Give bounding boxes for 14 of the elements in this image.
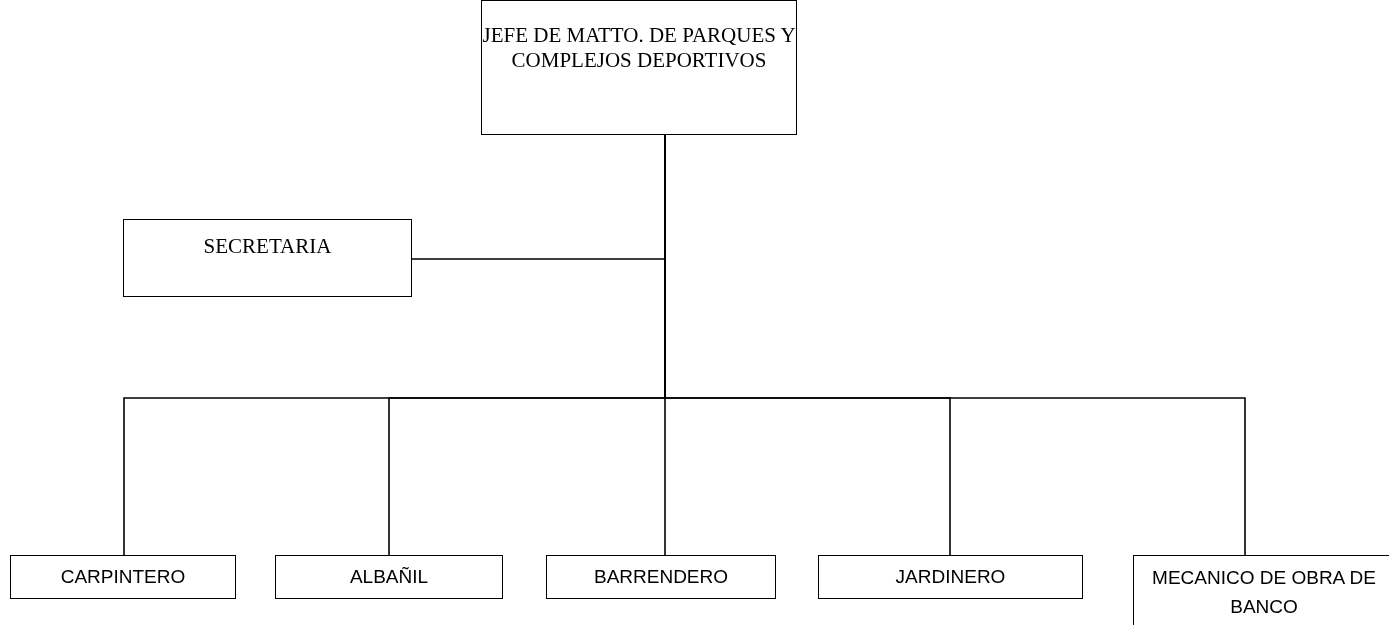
position-title: CARPINTERO (60, 565, 186, 589)
position-box (546, 555, 776, 599)
position-box (10, 555, 236, 599)
position-box (481, 0, 797, 135)
position-box (818, 555, 1083, 599)
position-title: JARDINERO (895, 565, 1006, 589)
position-box (275, 555, 503, 599)
position-box (1133, 555, 1389, 625)
position-title: MECANICO DE OBRA DE BANCO (1151, 566, 1377, 619)
position-title: SECRETARIA (203, 234, 332, 259)
position-title: JEFE DE MATTO. DE PARQUES Y COMPLEJOS DEPORTIVOS (482, 23, 796, 73)
position-box (123, 219, 412, 297)
position-title: ALBAÑIL (349, 565, 429, 589)
position-title: BARRENDERO (593, 565, 729, 589)
